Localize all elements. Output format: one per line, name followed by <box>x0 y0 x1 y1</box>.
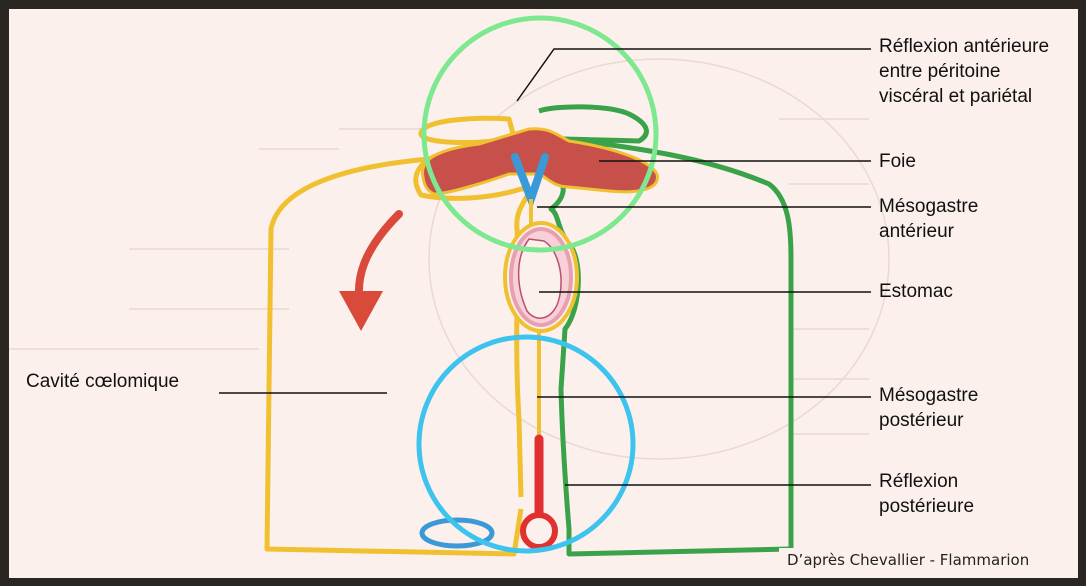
red-arrow-icon <box>339 214 399 331</box>
stomach-shape <box>505 223 577 331</box>
label-foie: Foie <box>879 149 916 174</box>
label-cavite-coelomique: Cavité cœlomique <box>26 369 179 394</box>
posterior-reflexion-structure <box>422 439 555 547</box>
label-reflexion-anterieure: Réflexion antérieure entre péritoine vis… <box>879 34 1049 109</box>
label-reflexion-posterieure: Réflexion postérieure <box>879 469 974 519</box>
source-credit: D’après Chevallier - Flammarion <box>779 548 1037 572</box>
diagram-canvas: Réflexion antérieure entre péritoine vis… <box>9 9 1078 578</box>
label-mesogastre-posterieur: Mésogastre postérieur <box>879 383 978 433</box>
label-mesogastre-anterieur: Mésogastre antérieur <box>879 194 978 244</box>
left-peritoneum <box>267 118 529 554</box>
label-estomac: Estomac <box>879 279 953 304</box>
